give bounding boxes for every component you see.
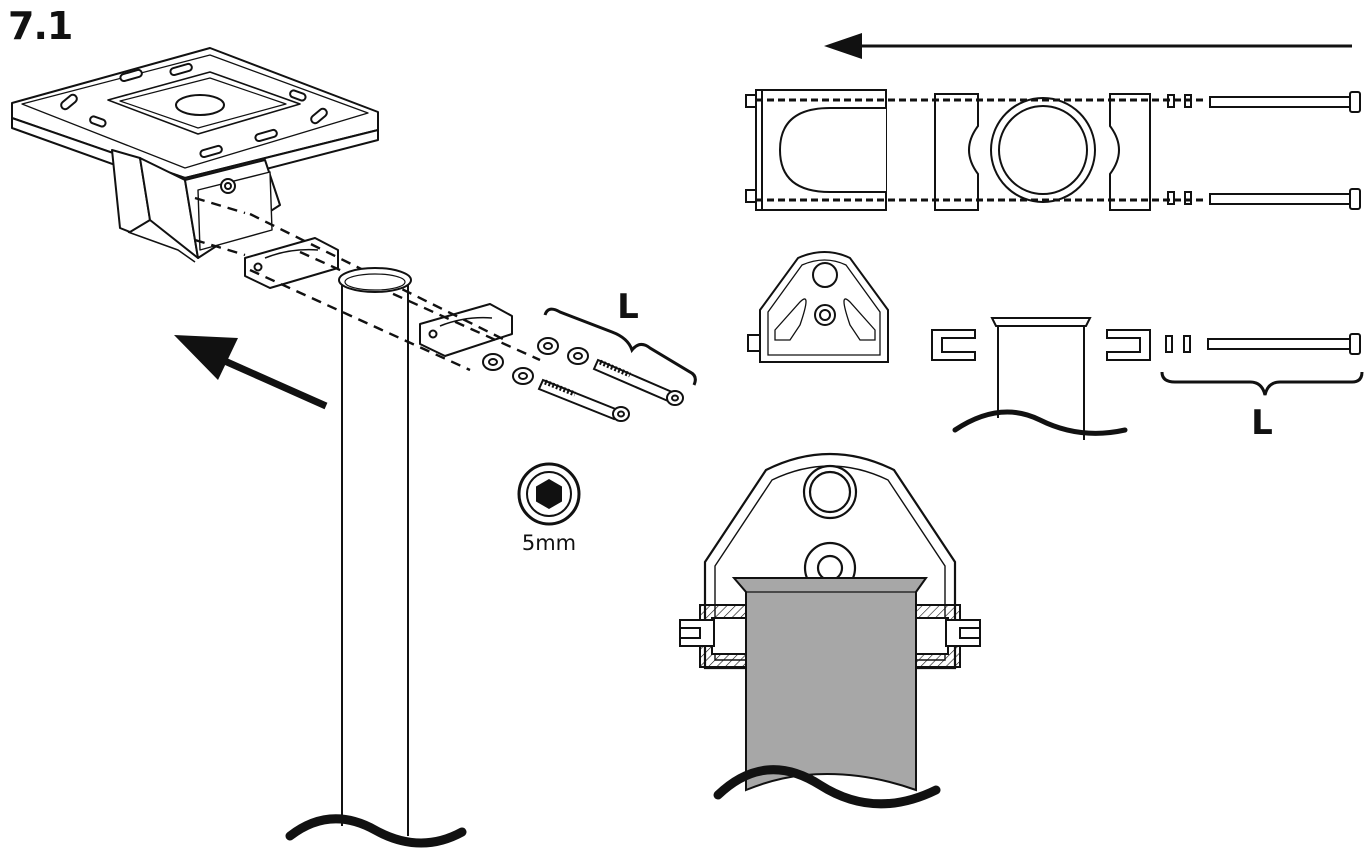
clamp-half-lower xyxy=(419,303,513,357)
bolt-upper xyxy=(592,358,684,406)
column-tube xyxy=(338,267,412,836)
plan-view-dashed-lines xyxy=(756,98,1205,202)
tool-size-label: 5mm xyxy=(522,531,576,555)
bolt-length-brace-left xyxy=(543,307,697,386)
bolt-length-brace-right xyxy=(1160,371,1364,396)
mounting-plate xyxy=(11,47,379,191)
tube-side-view xyxy=(931,317,1361,440)
tube-break-left xyxy=(285,814,467,848)
section-tube xyxy=(731,577,928,792)
tube-break-section xyxy=(713,765,941,809)
section-clamp-left xyxy=(679,604,753,668)
bracket-side-view xyxy=(747,251,889,363)
bolt-length-label-right: L xyxy=(1251,403,1273,443)
arrow-left-icon xyxy=(824,33,1352,59)
washers-left xyxy=(482,337,589,385)
step-number: 7.1 xyxy=(8,4,73,48)
bolt-lower xyxy=(537,378,630,422)
tube-break-side xyxy=(952,409,1128,436)
plan-view-assembly xyxy=(745,89,1361,211)
section-clamp-right xyxy=(907,604,981,668)
arrow-up-left-icon xyxy=(174,335,328,410)
bolt-length-label-left: L xyxy=(617,287,639,327)
hex-key-icon xyxy=(517,462,581,526)
